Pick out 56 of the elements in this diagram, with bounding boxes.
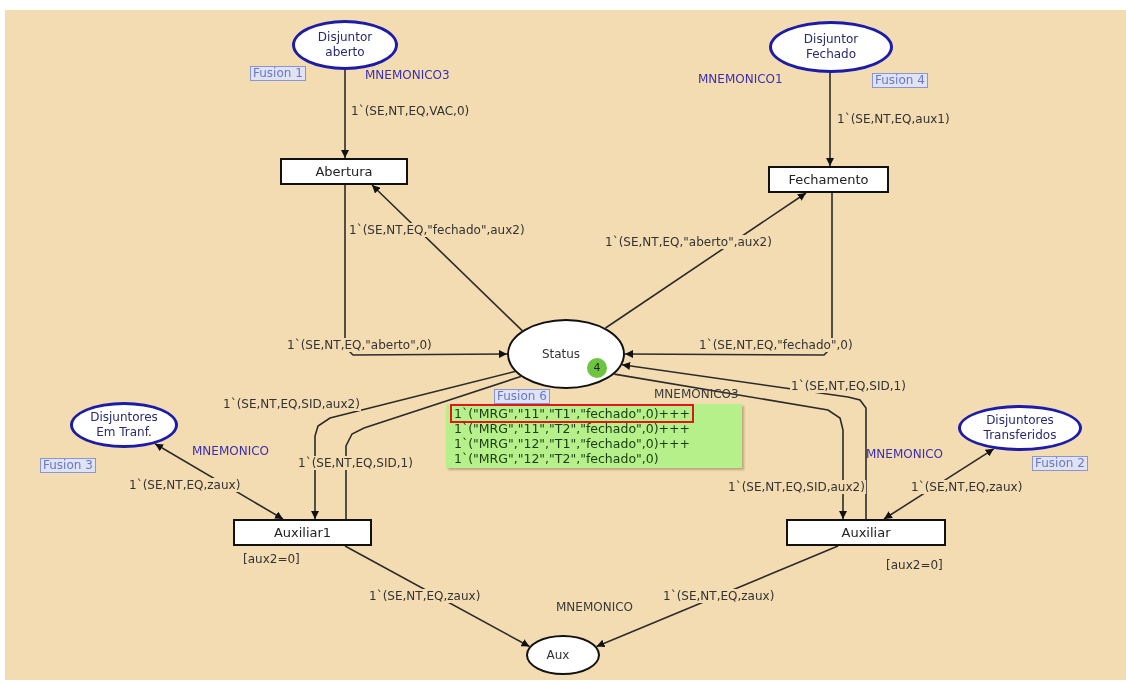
marking-text: 1`("MRG","11","T2","fechado",0)+++ xyxy=(453,421,691,436)
arc-inscription: 1`(SE,NT,EQ,"fechado",aux2) xyxy=(348,223,526,237)
arc-inscription: 1`(SE,NT,EQ,SID,1) xyxy=(297,456,414,470)
transition-name: Auxiliar xyxy=(841,525,891,540)
marking-text: 1`("MRG","11","T1","fechado",0)+++ xyxy=(452,406,692,421)
arc-arrow xyxy=(344,184,508,359)
arc-inscription: 1`(SE,NT,EQ,zaux) xyxy=(368,589,482,603)
arc-inscription: 1`(SE,NT,EQ,aux1) xyxy=(836,112,951,126)
arc-inscription: 1`(SE,NT,EQ,zaux) xyxy=(662,589,776,603)
color-set-label: MNEMONICO1 xyxy=(698,72,783,86)
place-name: Disjuntores Em Tranf. xyxy=(90,410,158,440)
arc-inscription: 1`(SE,NT,EQ,VAC,0) xyxy=(350,104,471,118)
transition-name: Auxiliar1 xyxy=(273,525,332,540)
arc-inscription: 1`(SE,NT,EQ,"fechado",0) xyxy=(698,338,854,352)
arc-inscription: 1`(SE,NT,EQ,zaux) xyxy=(128,478,242,492)
transition-box xyxy=(233,519,372,546)
fusion-tag: Fusion 6 xyxy=(494,389,550,404)
transition-box xyxy=(786,519,946,546)
token-count-badge: 4 xyxy=(587,358,607,378)
color-set-label: MNEMONICO xyxy=(192,444,270,458)
arc-arrow xyxy=(604,192,807,329)
place-name: Disjuntores Transferidos xyxy=(983,413,1057,443)
color-set-label: MNEMONICO3 xyxy=(365,68,450,82)
arc-arrow xyxy=(371,184,523,332)
color-set-label: MNEMONICO3 xyxy=(654,387,739,401)
arc-arrow xyxy=(826,72,834,167)
place-name: Disjuntor Fechado xyxy=(802,32,860,62)
guard-text: [aux2=0] xyxy=(243,552,300,566)
arc-arrow xyxy=(613,373,847,520)
arc-arrow xyxy=(311,370,516,520)
transition-box xyxy=(768,166,889,193)
place-name: Disjuntor aberto xyxy=(317,30,373,60)
transition-name: Abertura xyxy=(315,164,373,179)
fusion-tag: Fusion 1 xyxy=(250,66,306,81)
arc-inscription: 1`(SE,NT,EQ,SID,aux2) xyxy=(222,397,361,411)
arc-inscription: 1`(SE,NT,EQ,zaux) xyxy=(910,480,1024,494)
fusion-tag: Fusion 4 xyxy=(872,73,928,88)
marking-text: 1`("MRG","12","T1","fechado",0)+++ xyxy=(453,436,691,451)
initial-marking-box xyxy=(446,404,742,468)
arc-inscription: 1`(SE,NT,EQ,"aberto",0) xyxy=(286,338,433,352)
transition-box xyxy=(280,158,408,185)
place-name: Aux xyxy=(546,648,570,662)
color-set-label: MNEMONICO xyxy=(556,600,634,614)
arc-arrow xyxy=(341,69,349,159)
transition-name: Fechamento xyxy=(788,172,869,187)
guard-text: [aux2=0] xyxy=(886,558,943,572)
color-set-label: MNEMONICO xyxy=(866,447,944,461)
arc-inscription: 1`(SE,NT,EQ,SID,aux2) xyxy=(727,480,866,494)
arc-inscription: 1`(SE,NT,EQ,"aberto",aux2) xyxy=(604,235,773,249)
place-name: Status xyxy=(541,347,581,361)
marking-text: 1`("MRG","12","T2","fechado",0) xyxy=(453,451,660,466)
arc-inscription: 1`(SE,NT,EQ,SID,1) xyxy=(790,379,907,393)
fusion-tag: Fusion 3 xyxy=(40,458,96,473)
arc-arrow xyxy=(624,192,833,359)
fusion-tag: Fusion 2 xyxy=(1032,456,1088,471)
arc-arrow xyxy=(621,361,867,520)
